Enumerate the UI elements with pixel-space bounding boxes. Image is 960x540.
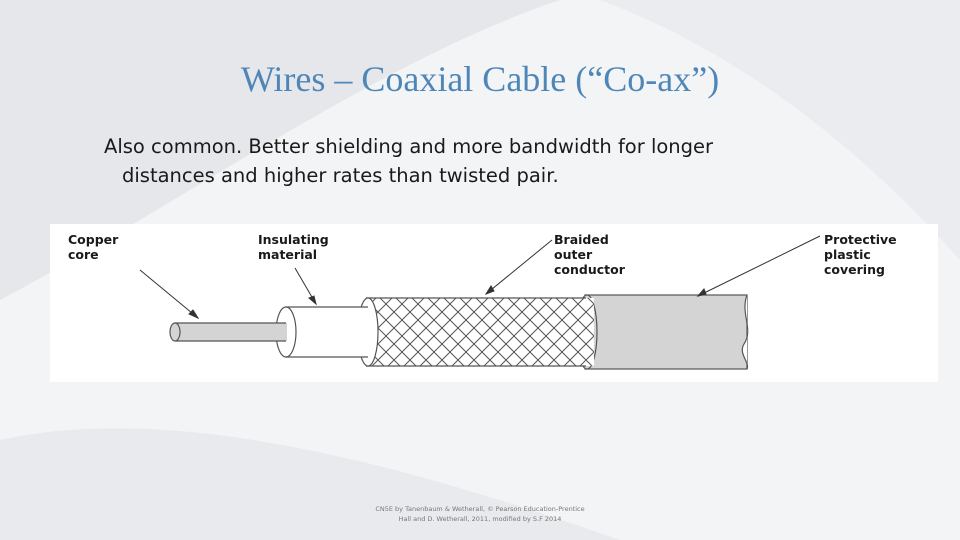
label-protective-plastic-covering: Protective plastic covering	[824, 232, 897, 277]
body-line-1: Also common. Better shielding and more b…	[104, 135, 714, 158]
braided-conductor-shape	[357, 297, 594, 367]
footer-line-2: Hall and D. Wetherall, 2011, modified by…	[398, 515, 562, 523]
copper-core-shape	[169, 322, 287, 342]
slide-body: Also common. Better shielding and more b…	[104, 132, 904, 190]
slide-footer: CN5E by Tanenbaum & Wetherall, © Pearson…	[300, 504, 660, 524]
label-copper-core: Copper core	[68, 232, 119, 262]
plastic-covering-shape	[576, 294, 749, 370]
slide-title: Wires – Coaxial Cable (“Co-ax”)	[240, 59, 720, 99]
label-braided-outer-conductor: Braided outer conductor	[554, 232, 625, 277]
coax-cable-illustration	[139, 235, 821, 370]
footer-line-1: CN5E by Tanenbaum & Wetherall, © Pearson…	[375, 505, 585, 513]
insulating-material-shape	[275, 306, 368, 358]
label-insulating-material: Insulating material	[258, 232, 329, 262]
coax-diagram: Copper core Insulating material Braided …	[50, 224, 938, 382]
body-line-2: distances and higher rates than twisted …	[122, 164, 559, 187]
label-arrows	[139, 235, 821, 320]
